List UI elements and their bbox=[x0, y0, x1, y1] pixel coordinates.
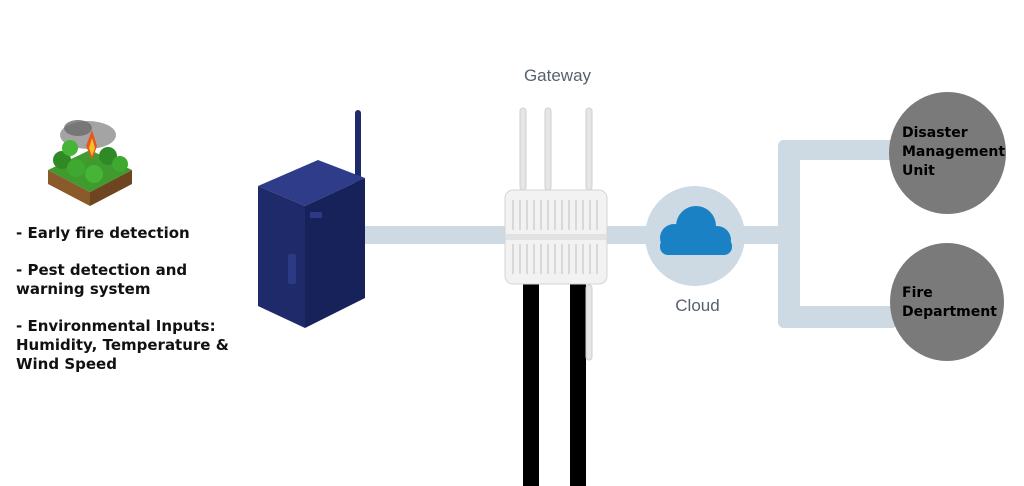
forest-fire-icon bbox=[48, 120, 132, 206]
disaster-management-unit-label: Disaster Management Unit bbox=[902, 125, 1006, 179]
feature-list: - Early fire detection - Pest detection … bbox=[16, 224, 246, 392]
branch-top-line bbox=[778, 140, 898, 160]
cloud-icon bbox=[660, 206, 732, 255]
branch-vertical-line bbox=[778, 140, 800, 328]
cloud-to-branch-line bbox=[735, 226, 790, 244]
cloud-node bbox=[645, 186, 745, 286]
cloud-label: Cloud bbox=[675, 296, 720, 315]
disaster-management-unit-node bbox=[889, 92, 1006, 214]
gateway-to-cloud-line bbox=[605, 226, 650, 244]
branch-bottom-line bbox=[778, 306, 898, 328]
gateway-label: Gateway bbox=[523, 66, 592, 85]
connector-lines bbox=[355, 140, 898, 328]
fire-department-label: Fire Department bbox=[902, 285, 997, 320]
sensor-node-icon bbox=[258, 110, 365, 328]
feature-item-pest-detection: - Pest detection and warning system bbox=[16, 261, 188, 298]
feature-item-environmental-inputs: - Environmental Inputs: Humidity, Temper… bbox=[16, 317, 229, 373]
feature-item-fire-detection: - Early fire detection bbox=[16, 224, 190, 242]
fire-department-node bbox=[890, 243, 1004, 361]
sensor-to-gateway-line bbox=[355, 226, 515, 244]
gateway-device-icon bbox=[504, 107, 608, 486]
